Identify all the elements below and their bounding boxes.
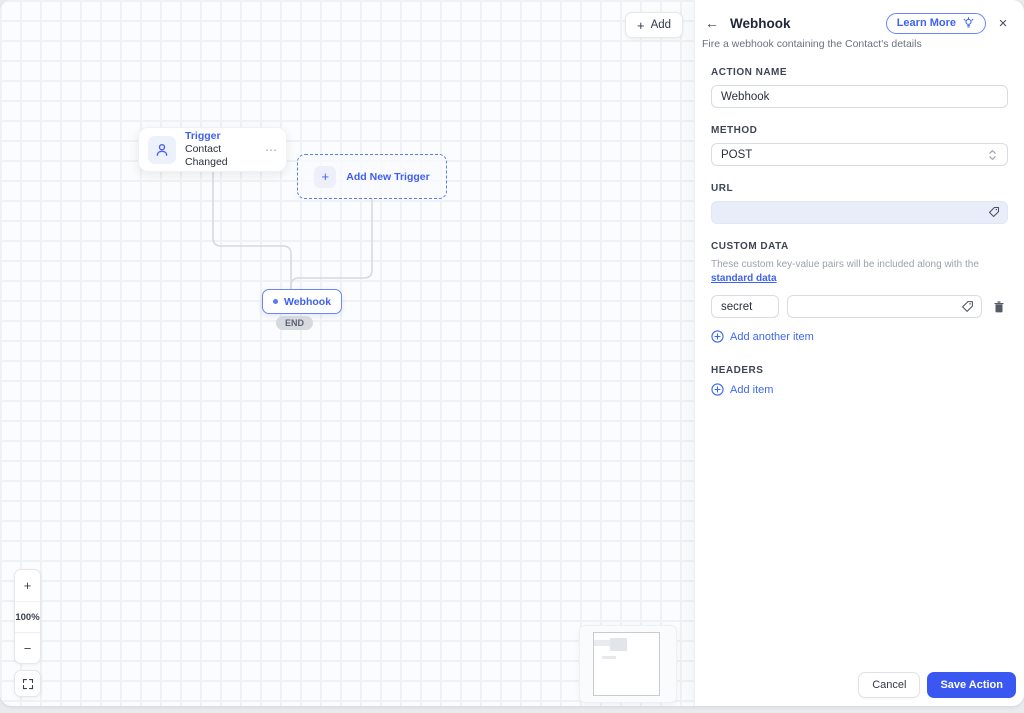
minimap-node (602, 656, 616, 659)
add-another-item-link[interactable]: Add another item (711, 330, 814, 343)
custom-data-description-text: These custom key-value pairs will be inc… (711, 259, 979, 270)
merge-tag-icon[interactable] (988, 206, 1000, 218)
custom-data-label: CUSTOM DATA (711, 241, 789, 252)
expand-icon (22, 678, 33, 689)
headers-label: HEADERS (711, 365, 764, 376)
close-icon[interactable]: × (992, 12, 1014, 34)
url-field (711, 201, 1008, 224)
add-header-label: Add item (730, 383, 774, 396)
custom-data-row (711, 295, 1008, 318)
custom-data-value-field (787, 295, 982, 318)
learn-more-button[interactable]: Learn More (885, 12, 986, 34)
minimap[interactable] (580, 626, 676, 702)
plus-circle-icon (711, 383, 724, 396)
trigger-node[interactable]: Trigger Contact Changed ⋯ (138, 127, 287, 172)
zoom-level: 100% (15, 601, 40, 632)
dots-menu-icon[interactable]: ⋯ (265, 142, 278, 157)
learn-more-label: Learn More (896, 17, 956, 29)
fit-view-button[interactable] (14, 670, 41, 697)
webhook-node-label: Webhook (284, 295, 332, 308)
zoom-in-button[interactable]: + (23, 578, 32, 593)
minimap-node (594, 640, 610, 646)
url-label: URL (711, 183, 734, 194)
webhook-settings-panel: ← Webhook Learn More × Fire a webhook co… (694, 0, 1024, 706)
add-header-link[interactable]: Add item (711, 383, 773, 396)
trigger-node-text: Trigger Contact Changed (185, 130, 256, 169)
add-another-item-label: Add another item (730, 330, 814, 343)
plus-icon: + (637, 17, 645, 33)
trigger-node-subtitle: Contact Changed (185, 142, 228, 169)
action-name-label: ACTION NAME (711, 67, 788, 78)
method-label: METHOD (711, 125, 758, 136)
delete-row-button[interactable] (990, 298, 1008, 316)
zoom-controls: + 100% − (14, 569, 41, 664)
add-new-trigger-label: Add New Trigger (346, 170, 430, 183)
panel-subtitle: Fire a webhook containing the Contact's … (702, 38, 922, 50)
plus-circle-icon (711, 330, 724, 343)
trash-icon (994, 300, 1004, 312)
merge-tag-icon[interactable] (961, 300, 974, 313)
select-chevrons-icon (989, 150, 996, 160)
method-select[interactable]: POST (711, 143, 1008, 166)
connector-edges (212, 171, 373, 290)
panel-title: Webhook (730, 15, 791, 31)
cancel-button[interactable]: Cancel (858, 672, 921, 698)
plus-icon: + (314, 165, 337, 188)
panel-footer: Cancel Save Action (858, 672, 1016, 698)
panel-form: ACTION NAME METHOD POST URL CUSTOM DATA … (695, 67, 1024, 396)
minimap-node (610, 638, 627, 651)
canvas-add-button[interactable]: + Add (625, 12, 684, 38)
method-selected-value: POST (721, 148, 753, 161)
panel-header: ← Webhook Learn More × (695, 0, 1024, 34)
url-input[interactable] (711, 201, 1008, 224)
canvas-add-button-label: Add (650, 19, 672, 31)
custom-data-key-input[interactable] (711, 295, 779, 318)
lightbulb-icon (963, 16, 974, 28)
webhook-node[interactable]: Webhook (262, 289, 343, 314)
save-action-button[interactable]: Save Action (927, 672, 1016, 698)
workflow-canvas[interactable]: + Add Trigger Contact Changed ⋯ + Add Ne… (0, 0, 694, 706)
standard-data-link[interactable]: standard data (711, 272, 777, 284)
zoom-out-button[interactable]: − (15, 632, 40, 663)
action-name-input[interactable] (711, 85, 1008, 108)
end-badge: END (276, 316, 314, 330)
custom-data-description: These custom key-value pairs will be inc… (711, 258, 1008, 285)
custom-data-value-input[interactable] (787, 295, 982, 318)
node-status-dot (273, 299, 278, 304)
trigger-node-title: Trigger (185, 129, 221, 142)
back-button[interactable]: ← (701, 12, 723, 34)
contact-icon (148, 135, 176, 164)
add-new-trigger-button[interactable]: + Add New Trigger (297, 154, 447, 199)
